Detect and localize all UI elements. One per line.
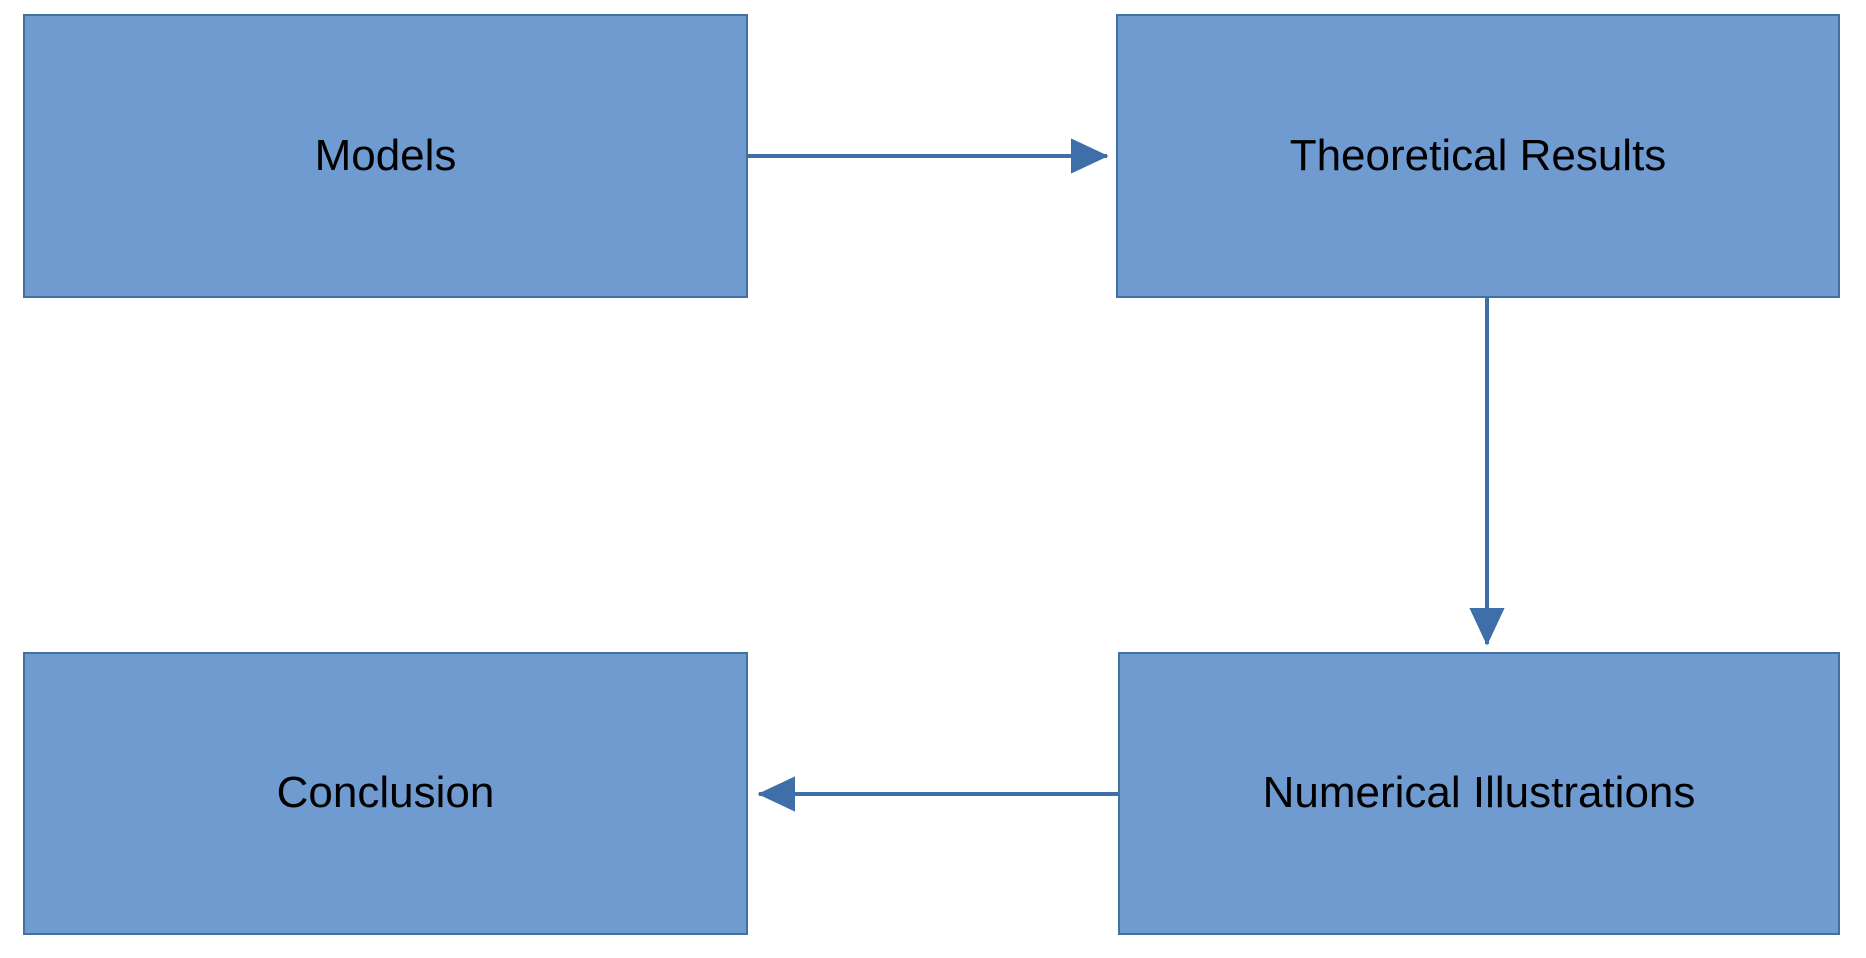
node-models-label: Models: [314, 130, 457, 180]
node-theoretical-results[interactable]: Theoretical Results: [1116, 14, 1840, 298]
node-numerical-illustrations[interactable]: Numerical Illustrations: [1118, 652, 1840, 935]
node-conclusion-label: Conclusion: [276, 768, 495, 818]
node-models[interactable]: Models: [23, 14, 748, 298]
node-numerical-illustrations-label: Numerical Illustrations: [1262, 768, 1696, 818]
node-theoretical-results-label: Theoretical Results: [1289, 130, 1667, 180]
node-conclusion[interactable]: Conclusion: [23, 652, 748, 935]
